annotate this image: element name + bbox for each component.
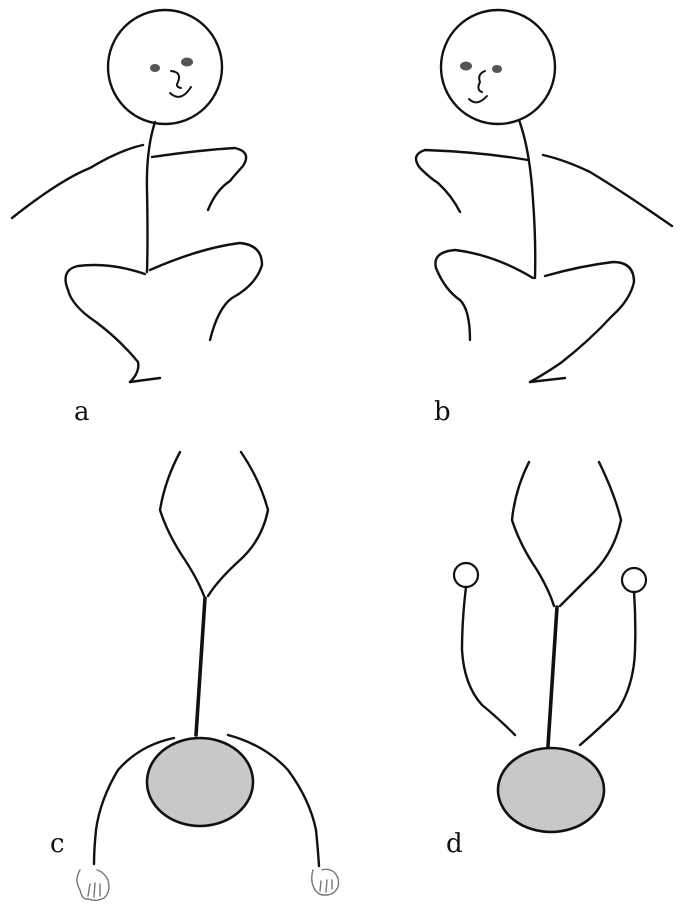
- panel-d-left-strand: [512, 462, 554, 606]
- panel-d-label: d: [446, 829, 463, 859]
- panel-c-left-hand-icon: [77, 870, 109, 900]
- panel-d-right-node: [622, 568, 646, 592]
- panel-b-right-arm: [543, 155, 672, 226]
- panel-b-label: b: [434, 397, 451, 427]
- panel-a-right-eye: [181, 58, 193, 67]
- panel-d-gray-ellipse: [498, 748, 604, 832]
- panel-d-diagram: d: [446, 462, 646, 859]
- panel-a-left-eye: [150, 64, 160, 72]
- panel-d-right-limb: [580, 592, 635, 745]
- panel-a-torso: [147, 122, 155, 272]
- panel-c-diagram: c: [50, 452, 339, 900]
- panel-b-left-arm: [416, 150, 528, 212]
- panel-a-right-arm: [152, 148, 246, 210]
- panel-c-right-hand-icon: [312, 869, 339, 895]
- panel-c-right-strand: [208, 452, 268, 596]
- panel-c-gray-ellipse: [147, 738, 253, 826]
- panel-d-right-strand: [560, 462, 621, 606]
- panel-b-left-leg: [435, 250, 533, 340]
- panel-c-left-strand: [160, 452, 204, 596]
- panel-a-left-arm: [12, 145, 143, 218]
- panel-c-label: c: [50, 829, 65, 859]
- panel-a-head: [108, 10, 222, 124]
- panel-d-left-limb: [462, 587, 515, 735]
- panel-b-right-eye: [492, 65, 502, 73]
- panel-a-left-leg: [66, 265, 145, 382]
- panel-d-central-stalk: [548, 607, 557, 746]
- panel-b-stick-figure: b: [416, 10, 672, 427]
- panel-a-right-leg: [150, 243, 262, 340]
- panel-a-stick-figure: a: [12, 10, 262, 427]
- panel-a-label: a: [74, 397, 90, 427]
- panel-d-left-node: [454, 563, 478, 587]
- panel-b-right-leg: [530, 262, 634, 382]
- panel-b-left-eye: [460, 62, 472, 71]
- panel-c-central-stalk: [196, 598, 205, 735]
- panel-b-torso: [519, 120, 535, 278]
